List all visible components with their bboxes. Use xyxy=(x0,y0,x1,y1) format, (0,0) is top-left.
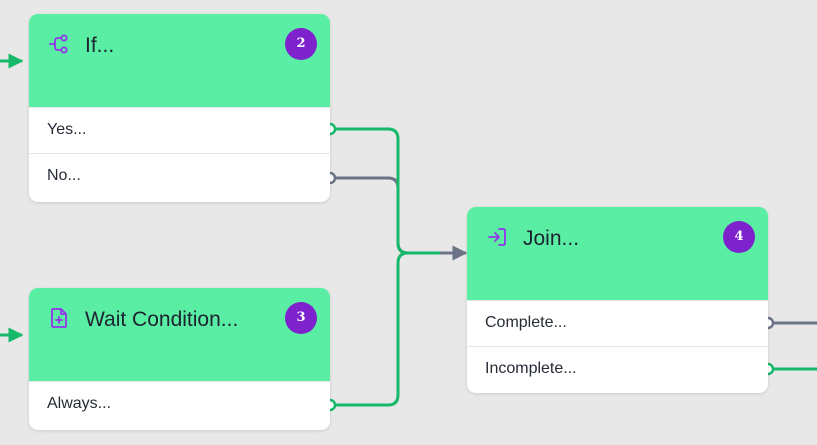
wait-node-title: Wait Condition... xyxy=(85,308,239,331)
wait-node-header[interactable]: Wait Condition... 3 xyxy=(29,288,330,381)
join-node-header[interactable]: Join... 4 xyxy=(467,207,768,300)
wire-if-yes-to-join[interactable] xyxy=(330,127,440,255)
wire-wait-always-to-join[interactable] xyxy=(330,251,440,407)
wait-output-always[interactable]: Always... xyxy=(29,381,330,427)
join-node-badge: 4 xyxy=(723,221,755,253)
join-node[interactable]: Join... 4 Complete... Incomplete... xyxy=(467,207,768,393)
wait-node-badge: 3 xyxy=(285,302,317,334)
if-output-no[interactable]: No... xyxy=(29,153,330,199)
join-output-complete[interactable]: Complete... xyxy=(467,300,768,346)
if-node-title: If... xyxy=(85,34,115,57)
join-node-title: Join... xyxy=(523,227,580,250)
branch-icon xyxy=(49,34,68,54)
join-output-incomplete[interactable]: Incomplete... xyxy=(467,346,768,392)
if-node-badge: 2 xyxy=(285,28,317,60)
if-node-header[interactable]: If... 2 xyxy=(29,14,330,107)
enter-icon xyxy=(488,228,506,246)
if-node[interactable]: If... 2 Yes... No... xyxy=(29,14,330,202)
wait-condition-node[interactable]: Wait Condition... 3 Always... xyxy=(29,288,330,430)
if-output-yes[interactable]: Yes... xyxy=(29,107,330,153)
add-document-icon xyxy=(51,308,67,328)
